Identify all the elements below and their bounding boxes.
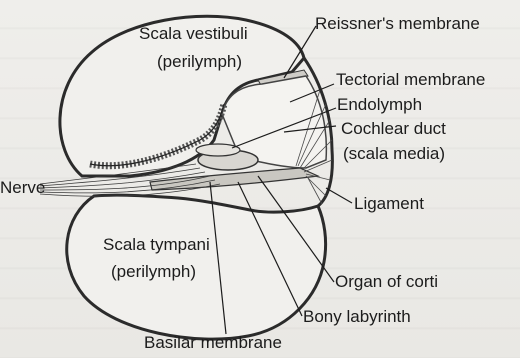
label-scala-tympani: Scala tympani — [103, 235, 210, 255]
label-scala-vestibuli: Scala vestibuli — [139, 24, 248, 44]
label-cochlear-duct-sub: (scala media) — [343, 144, 445, 164]
label-endolymph: Endolymph — [337, 95, 422, 115]
label-basilar-membrane: Basilar membrane — [144, 333, 282, 353]
label-tectorial-membrane: Tectorial membrane — [336, 70, 485, 90]
label-ligament: Ligament — [354, 194, 424, 214]
label-reissners-membrane: Reissner's membrane — [315, 14, 480, 34]
label-scala-tympani-sub: (perilymph) — [111, 262, 196, 282]
label-bony-labyrinth: Bony labyrinth — [303, 307, 411, 327]
label-nerve: Nerve — [0, 178, 45, 198]
label-organ-of-corti: Organ of corti — [335, 272, 438, 292]
tectorial-membrane-shape — [196, 144, 240, 156]
label-cochlear-duct: Cochlear duct — [341, 119, 446, 139]
label-scala-vestibuli-sub: (perilymph) — [157, 52, 242, 72]
